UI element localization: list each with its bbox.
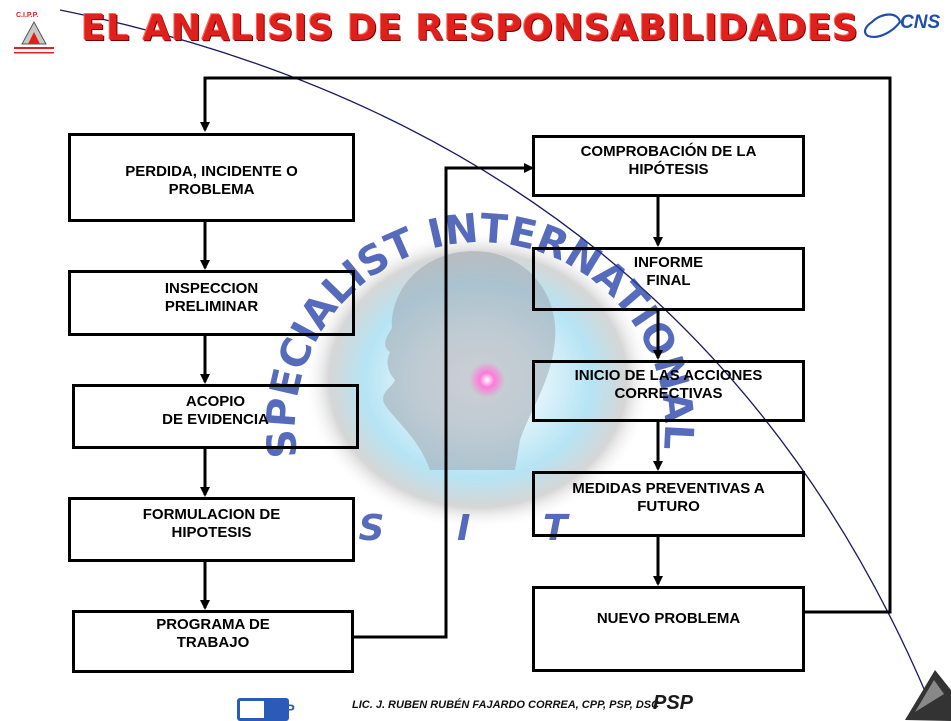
box-line: PERDIDA, INCIDENTE O	[125, 163, 298, 180]
box-line: DE EVIDENCIA	[162, 411, 269, 428]
box-line: MEDIDAS PREVENTIVAS A	[572, 480, 765, 497]
box-medidas: MEDIDAS PREVENTIVAS A FUTURO	[532, 471, 805, 537]
footer-author: LIC. J. RUBEN RUBÉN FAJARDO CORREA, CPP,…	[352, 699, 660, 711]
arrow-feedback-loop	[200, 76, 892, 614]
cipp-logo-text: C.I.P.P.	[16, 12, 39, 19]
psp-logo-text: PSP	[653, 692, 694, 714]
box-nuevo-problema: NUEVO PROBLEMA	[532, 586, 805, 672]
box-line: FUTURO	[637, 498, 700, 515]
box-inicio-acciones: INICIO DE LAS ACCIONES CORRECTIVAS	[532, 360, 805, 422]
box-line: INICIO DE LAS ACCIONES	[574, 367, 763, 384]
cns-logo-text: CNS	[900, 12, 941, 33]
box-comprobacion: COMPROBACIÓN DE LA HIPÓTESIS	[532, 135, 805, 197]
box-line: FORMULACION DE	[142, 506, 281, 523]
watermark-spark	[469, 362, 505, 398]
box-formulacion: FORMULACION DE HIPOTESIS	[68, 497, 355, 562]
cipp-logo	[14, 20, 54, 54]
box-line: HIPÓTESIS	[628, 161, 709, 178]
decor-arc	[59, 9, 936, 716]
box-line: TRABAJO	[176, 634, 250, 651]
box-acopio: ACOPIO DE EVIDENCIA	[72, 384, 359, 449]
box-line: HIPOTESIS	[171, 524, 252, 541]
box-perdida: PERDIDA, INCIDENTE O PROBLEMA	[68, 133, 355, 222]
box-programa: PROGRAMA DE TRABAJO	[72, 610, 354, 673]
box-line: INFORME	[633, 254, 704, 271]
box-line: CORRECTIVAS	[614, 385, 723, 402]
box-inspeccion: INSPECCION PRELIMINAR	[68, 270, 355, 336]
page-title: EL ANALISIS DE RESPONSABILIDADES	[81, 8, 859, 49]
box-line: FINAL	[646, 272, 691, 289]
head-silhouette	[383, 251, 556, 470]
cns-logo	[863, 13, 902, 38]
box-line: NUEVO PROBLEMA	[596, 610, 741, 627]
cpp-logo	[237, 698, 289, 721]
box-line: COMPROBACIÓN DE LA	[580, 143, 757, 160]
cpp-logo-text: CPP	[266, 701, 295, 717]
box-line: ACOPIO	[185, 393, 246, 410]
psp-logo	[646, 690, 700, 715]
arrow-to-comprobacion	[352, 163, 534, 639]
box-line: INSPECCION	[164, 280, 259, 297]
box-line: PROGRAMA DE	[156, 616, 270, 633]
box-informe: INFORME FINAL	[532, 247, 805, 311]
box-line: PRELIMINAR	[164, 298, 259, 315]
connectors	[200, 76, 892, 639]
corner-emblem-icon	[905, 670, 951, 721]
box-line: PROBLEMA	[168, 181, 255, 198]
